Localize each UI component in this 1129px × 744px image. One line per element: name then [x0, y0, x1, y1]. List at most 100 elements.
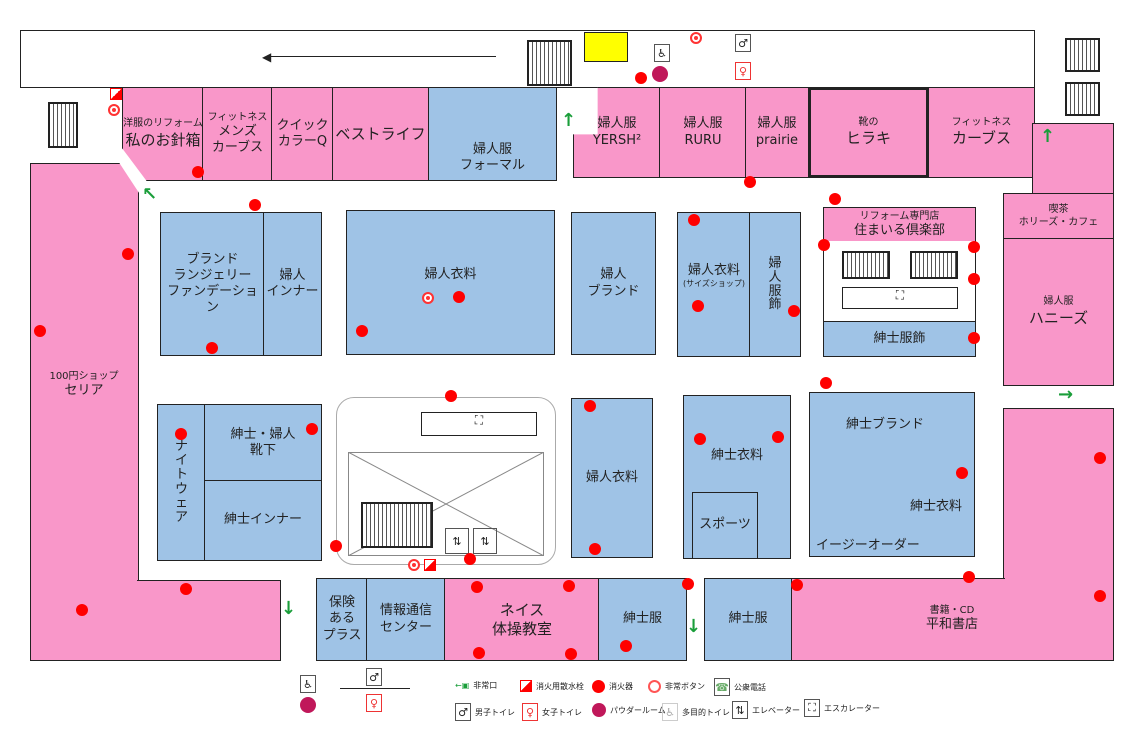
store-inner-m[interactable]: 紳士インナー: [204, 480, 322, 561]
store-joho[interactable]: 情報通信 センター: [366, 578, 446, 661]
store-sub: イージーオーダー: [816, 538, 920, 553]
store-sub: リフォーム専門店: [859, 210, 940, 222]
legend-item: 消火用散水栓: [520, 680, 584, 692]
legend-label: エレベーター: [752, 705, 800, 715]
legend-item: ⇅ エレベーター: [732, 701, 800, 719]
legend-item: ←▣非常口: [455, 680, 497, 691]
store-name: 婦人衣料: [687, 263, 740, 278]
store-name: 紳士衣料: [710, 448, 763, 463]
atrium: ⛶ ⇅ ⇅: [336, 397, 556, 565]
store-menssuit2[interactable]: 紳士服: [704, 578, 792, 661]
store-name: 婦人衣料: [585, 469, 638, 485]
store-name: ホリーズ・カフェ: [1018, 216, 1099, 228]
store-name: 私のお針箱: [125, 130, 201, 149]
store-ladiesbrand[interactable]: 婦人 ブランド: [571, 212, 656, 355]
store-sub: フィットネス: [951, 116, 1012, 128]
public-phone-icon: ☎: [714, 678, 730, 696]
legend-label: 非常口: [473, 681, 498, 690]
legend-label: 消火器: [609, 682, 633, 691]
store-curves[interactable]: フィットネス カーブス: [928, 87, 1035, 178]
store-name: ナ イ ト ウ ェ ア: [174, 438, 188, 526]
store-neis[interactable]: ネイス 体操教室: [444, 578, 600, 661]
mens-toilet-icon: ♂: [366, 668, 382, 686]
exit-arrow-icon: ↑: [561, 110, 577, 131]
store-mensbrand[interactable]: 紳士ブランド 紳士衣料 イージーオーダー: [809, 392, 975, 557]
store-mensacc[interactable]: 紳士服飾: [823, 321, 976, 357]
legend-label: 男子トイレ: [475, 707, 515, 717]
emergency-button-icon: [408, 559, 420, 571]
store-hiraki[interactable]: 靴の ヒラキ: [808, 87, 929, 178]
store-name: 紳士服飾: [873, 330, 926, 346]
direction-arrow: [268, 56, 496, 57]
legend-item: ♿多目的トイレ: [662, 703, 730, 721]
store-name: 紳士服: [728, 611, 768, 627]
store-lingerie[interactable]: ブランド ランジェリー ファンデーション: [160, 212, 265, 356]
store-name: ブランド ランジェリー ファンデーション: [167, 251, 258, 316]
powder-room-icon: [300, 697, 316, 713]
exit-arrow-icon: ↑: [1040, 126, 1056, 147]
store-seria[interactable]: [30, 163, 139, 661]
multipurpose-toilet-icon: ♿: [300, 675, 316, 693]
store-name: 婦人服 RURU: [683, 116, 723, 148]
store-name: メンズ カーブス: [211, 124, 264, 156]
mens-toilet-icon: ♂: [735, 34, 751, 52]
store-inner-w[interactable]: 婦人 インナー: [263, 212, 322, 356]
store-name: 婦人服 prairie: [755, 116, 799, 148]
store-hoken[interactable]: 保険 ある プラス: [316, 578, 368, 661]
store-quick[interactable]: クイック カラーQ: [271, 87, 334, 181]
store-ruru[interactable]: 婦人服 RURU: [659, 87, 747, 178]
store-sub: 100円ショップ: [49, 371, 119, 382]
store-name: 紳士インナー: [223, 512, 302, 528]
store-name: 平和書店: [925, 617, 978, 633]
store-ladies2[interactable]: 婦人衣料: [571, 398, 653, 558]
store-smile[interactable]: リフォーム専門店 住まいる倶楽部: [823, 207, 976, 243]
stairs-icon: [842, 251, 890, 279]
store-menssuit1[interactable]: 紳士服: [598, 578, 687, 661]
emergency-button-icon: [690, 32, 702, 44]
right-strip: [1032, 123, 1114, 195]
emergency-button-icon: [108, 104, 120, 116]
store-bestlife[interactable]: ベストライフ: [332, 87, 429, 181]
fire-hydrant-icon: [110, 88, 122, 100]
store-name: 紳士ブランド: [846, 417, 925, 432]
powder-room-icon: [592, 703, 606, 717]
store-name: 婦人服 YERSH²: [592, 116, 642, 148]
store-name: セリア: [64, 383, 104, 398]
exit-arrow-icon: ↖: [142, 184, 158, 205]
exit-arrow-icon: ↓: [281, 598, 297, 619]
store-name: クイック カラーQ: [276, 117, 329, 149]
womens-toilet-icon: ♀: [735, 62, 751, 80]
womens-toilet-icon: ♀: [522, 703, 538, 721]
store-prairie[interactable]: 婦人服 prairie: [745, 87, 809, 178]
store-socks[interactable]: 紳士・婦人 靴下: [204, 404, 322, 482]
store-honeys[interactable]: 婦人服 ハニーズ: [1003, 238, 1114, 386]
escalator-icon: ⛶: [421, 412, 537, 436]
store-sports[interactable]: スポーツ: [692, 492, 758, 559]
store-ohari[interactable]: 洋服のリフォーム 私のお針箱: [122, 87, 204, 181]
exit-arrow-icon: ↓: [686, 616, 702, 637]
legend-label: 多目的トイレ: [682, 707, 730, 717]
emergency-button-icon: [648, 680, 661, 693]
store-yersh[interactable]: 婦人服 YERSH²: [573, 87, 661, 178]
store-ladies1[interactable]: 婦人衣料: [346, 210, 555, 355]
store-name: 保険 ある プラス: [322, 595, 362, 643]
store-fukushoku[interactable]: 婦 人 服 飾: [749, 212, 801, 357]
store-sub: 書籍・CD: [929, 604, 975, 616]
fire-hydrant-icon: [424, 559, 436, 571]
store-cafe[interactable]: 喫茶 ホリーズ・カフェ: [1003, 193, 1114, 240]
store-name: 婦人 インナー: [266, 267, 319, 299]
store-name: 住まいる倶楽部: [853, 223, 945, 239]
store-sub: 婦人服: [1043, 296, 1074, 308]
womens-toilet-icon: ♀: [366, 694, 382, 712]
store-heiwa[interactable]: 書籍・CD 平和書店: [790, 578, 1114, 661]
store-sizeshop[interactable]: 婦人衣料 (サイズショップ): [677, 212, 751, 357]
legend-label: 非常ボタン: [665, 682, 705, 691]
store-sub: (サイズショップ): [682, 279, 745, 289]
escalator-icon: ⛶: [804, 699, 820, 717]
elevator-icon: ⇅: [473, 528, 497, 554]
store-menscurves[interactable]: フィットネス メンズ カーブス: [202, 87, 273, 181]
store-sub: 洋服のリフォーム: [123, 118, 203, 130]
store-formal[interactable]: 婦人服 フォーマル: [428, 87, 557, 181]
fire-extinguisher-icon: [592, 680, 605, 693]
elevator-icon: ⇅: [732, 701, 748, 719]
